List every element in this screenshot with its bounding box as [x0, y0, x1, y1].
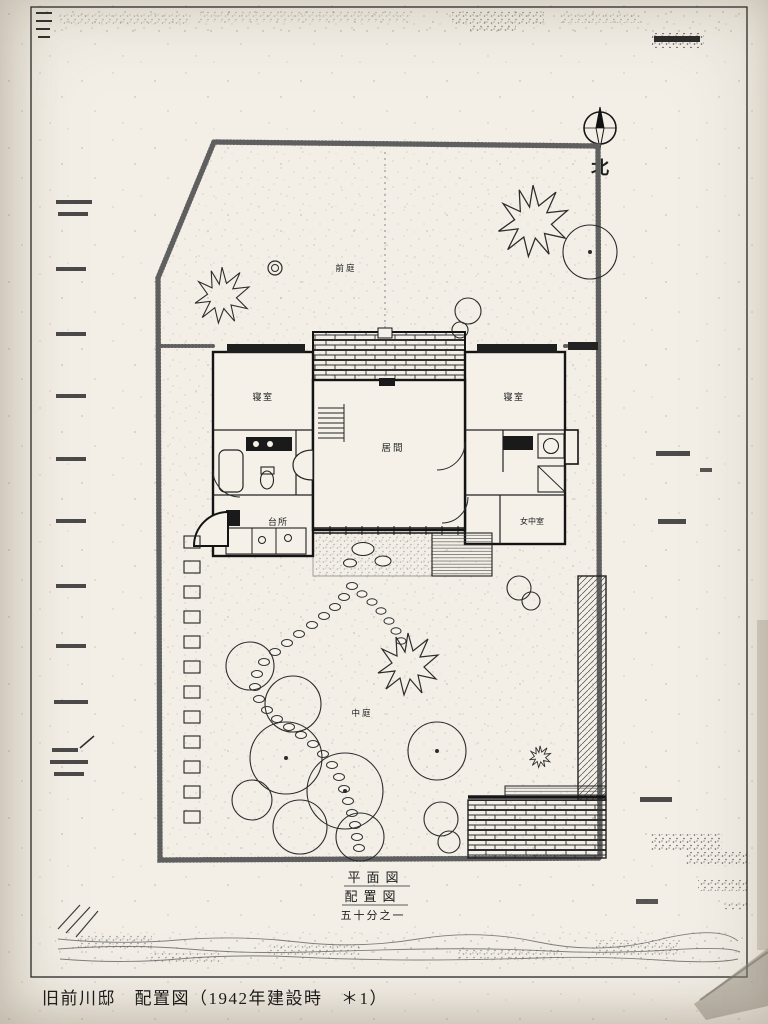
road-texture-lines — [57, 932, 741, 963]
main-garden: 中庭 — [183, 535, 607, 862]
title-scale: 五十分之一 — [341, 908, 406, 922]
kitchen-label: 台所 — [268, 516, 288, 527]
tree-trunk-dot — [588, 250, 592, 254]
bedroom-left-label: 寝室 — [252, 391, 273, 402]
front-garden-label: 前庭 — [335, 263, 356, 273]
title-block: 平面図 配置図 五十分之一 — [341, 870, 410, 922]
terrace-stone — [351, 542, 375, 556]
terrace-stone — [343, 558, 357, 568]
bedroom-right-label: 寝室 — [503, 391, 524, 402]
roof-edge-bar — [227, 344, 305, 353]
tree-trunk-dot — [284, 756, 288, 760]
stepping-square-path — [183, 535, 201, 824]
living-room-label: 居間 — [381, 443, 404, 454]
right-boundary-marks — [636, 33, 750, 910]
stepping-stone-trail — [249, 582, 407, 852]
cabinet-icon — [503, 436, 533, 450]
sink-icon — [267, 441, 273, 447]
fireplace-icon — [379, 378, 395, 386]
terrace-stone — [374, 555, 392, 567]
plaza-edge-band — [504, 785, 607, 797]
bay-projection — [564, 429, 579, 465]
shrub-icon — [267, 260, 283, 276]
drawing-frame-border — [30, 6, 748, 978]
toilet-icon — [259, 470, 275, 490]
washstand-icon — [537, 433, 565, 459]
roof-edge-bar — [477, 344, 557, 353]
wall-texture-mark — [200, 11, 410, 22]
terrace-area — [312, 532, 493, 577]
hedge-strip — [577, 575, 607, 801]
title-line2: 配置図 — [344, 889, 401, 904]
living-room — [311, 378, 467, 532]
terrace — [312, 532, 433, 577]
entrance-step — [377, 327, 393, 339]
left-boundary-dashes — [50, 200, 92, 776]
north-needle-icon — [596, 107, 604, 128]
wall-texture-mark — [560, 13, 640, 23]
tree-icon — [454, 297, 482, 325]
tree-trunk-dot — [435, 749, 439, 753]
wall-texture-mark — [60, 13, 190, 26]
house: 寝室 寝室 居間 台所 女中室 — [192, 327, 579, 558]
site-boundary-stipple — [155, 139, 603, 863]
scan-shadow-streak — [699, 951, 768, 1001]
maid-room-label: 女中室 — [520, 516, 544, 526]
entrance-porch — [312, 331, 466, 381]
sink-icon — [253, 441, 259, 447]
main-garden-label: 中庭 — [351, 708, 372, 718]
shrub-icon — [271, 264, 279, 272]
wall-texture-mark — [452, 11, 544, 26]
fence-wall-bar — [568, 342, 598, 350]
title-line1: 平面図 — [347, 870, 404, 885]
scan-edge-shade — [757, 620, 768, 950]
left-boundary-tick — [79, 735, 95, 749]
tree-trunk-dot — [343, 789, 347, 793]
piano-icon — [292, 449, 314, 481]
door-swings — [212, 441, 469, 524]
toilet-tank-icon — [260, 466, 275, 475]
brick-plaza — [467, 799, 607, 859]
entry-canopy — [192, 510, 229, 547]
closet-icon — [537, 465, 566, 493]
basin-icon — [542, 437, 560, 455]
bathtub-icon — [218, 449, 244, 493]
front-garden: 前庭 — [194, 152, 618, 339]
stairs-icon — [318, 404, 345, 442]
corner-hatch-lines — [57, 904, 99, 938]
stove-burner-icon — [258, 536, 266, 544]
wall-texture-mark — [470, 24, 516, 32]
neighbor-wall-textures — [36, 10, 768, 1020]
closet-diagonal — [537, 465, 566, 493]
walkway — [431, 532, 493, 577]
refrigerator-icon — [226, 510, 240, 526]
caption: 旧前川邸 配置図（1942年建設時 ＊1） — [42, 989, 388, 1008]
stove-burner-icon — [284, 534, 292, 542]
garden-trees — [225, 575, 541, 862]
tree-icon — [562, 224, 618, 280]
corner-tick-marks — [36, 12, 52, 38]
